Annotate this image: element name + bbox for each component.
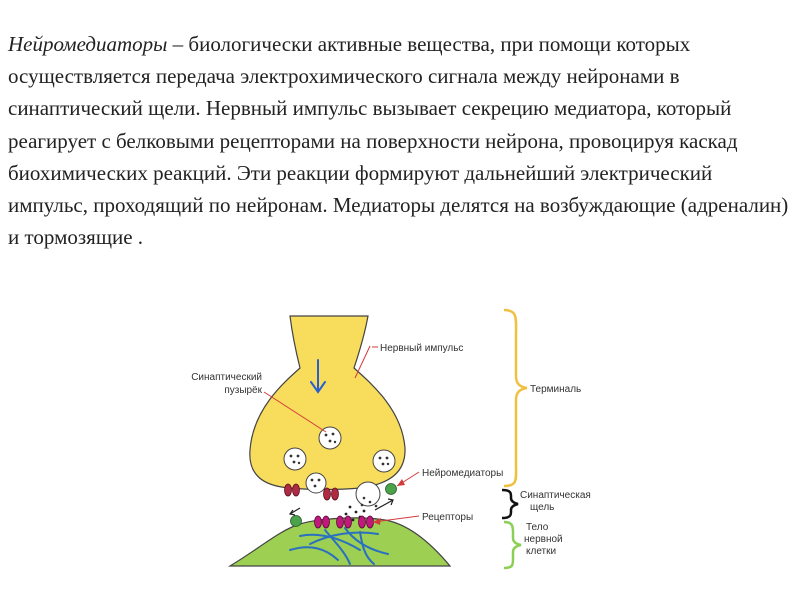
synapse-diagram: Нервный импульс Синаптический пузырёк Не… (191, 308, 591, 570)
cell-body-brace (503, 520, 522, 570)
label-terminal: Терминаль (530, 384, 581, 395)
label-body-line2: нервной (524, 534, 563, 545)
cell-filaments (289, 527, 389, 565)
synaptic-vesicles (283, 426, 396, 507)
label-cleft-line1: Синаптическая (520, 490, 591, 501)
label-neurotransmitters: Нейромедиаторы (422, 468, 503, 479)
label-body-line1: Тело (526, 522, 549, 533)
diffusion-arrows (288, 498, 394, 516)
postsynaptic-receptors (314, 515, 374, 529)
vesicle-contents (289, 432, 390, 508)
label-vesicle-line2: пузырёк (224, 385, 262, 396)
pointer-arrowheads (373, 479, 405, 525)
label-body-line3: клетки (526, 546, 556, 557)
label-receptors: Рецепторы (422, 512, 473, 523)
term-neuromediators: Нейромедиаторы (8, 32, 168, 56)
terminal-brace (503, 308, 528, 488)
neuromediator-postsynaptic (290, 515, 302, 527)
label-vesicle-line1: Синаптический (191, 372, 262, 383)
neuromediator-bound (385, 483, 397, 495)
label-cleft-line2: щель (530, 502, 554, 513)
cleft-brace (501, 488, 519, 520)
impulse-arrow (310, 359, 326, 394)
presynaptic-receptors (284, 483, 339, 501)
definition-paragraph: Нейромедиаторы – биологически активные в… (8, 28, 792, 253)
label-impulse: Нервный импульс (380, 343, 463, 354)
definition-body: – биологически активные вещества, при по… (8, 32, 789, 250)
